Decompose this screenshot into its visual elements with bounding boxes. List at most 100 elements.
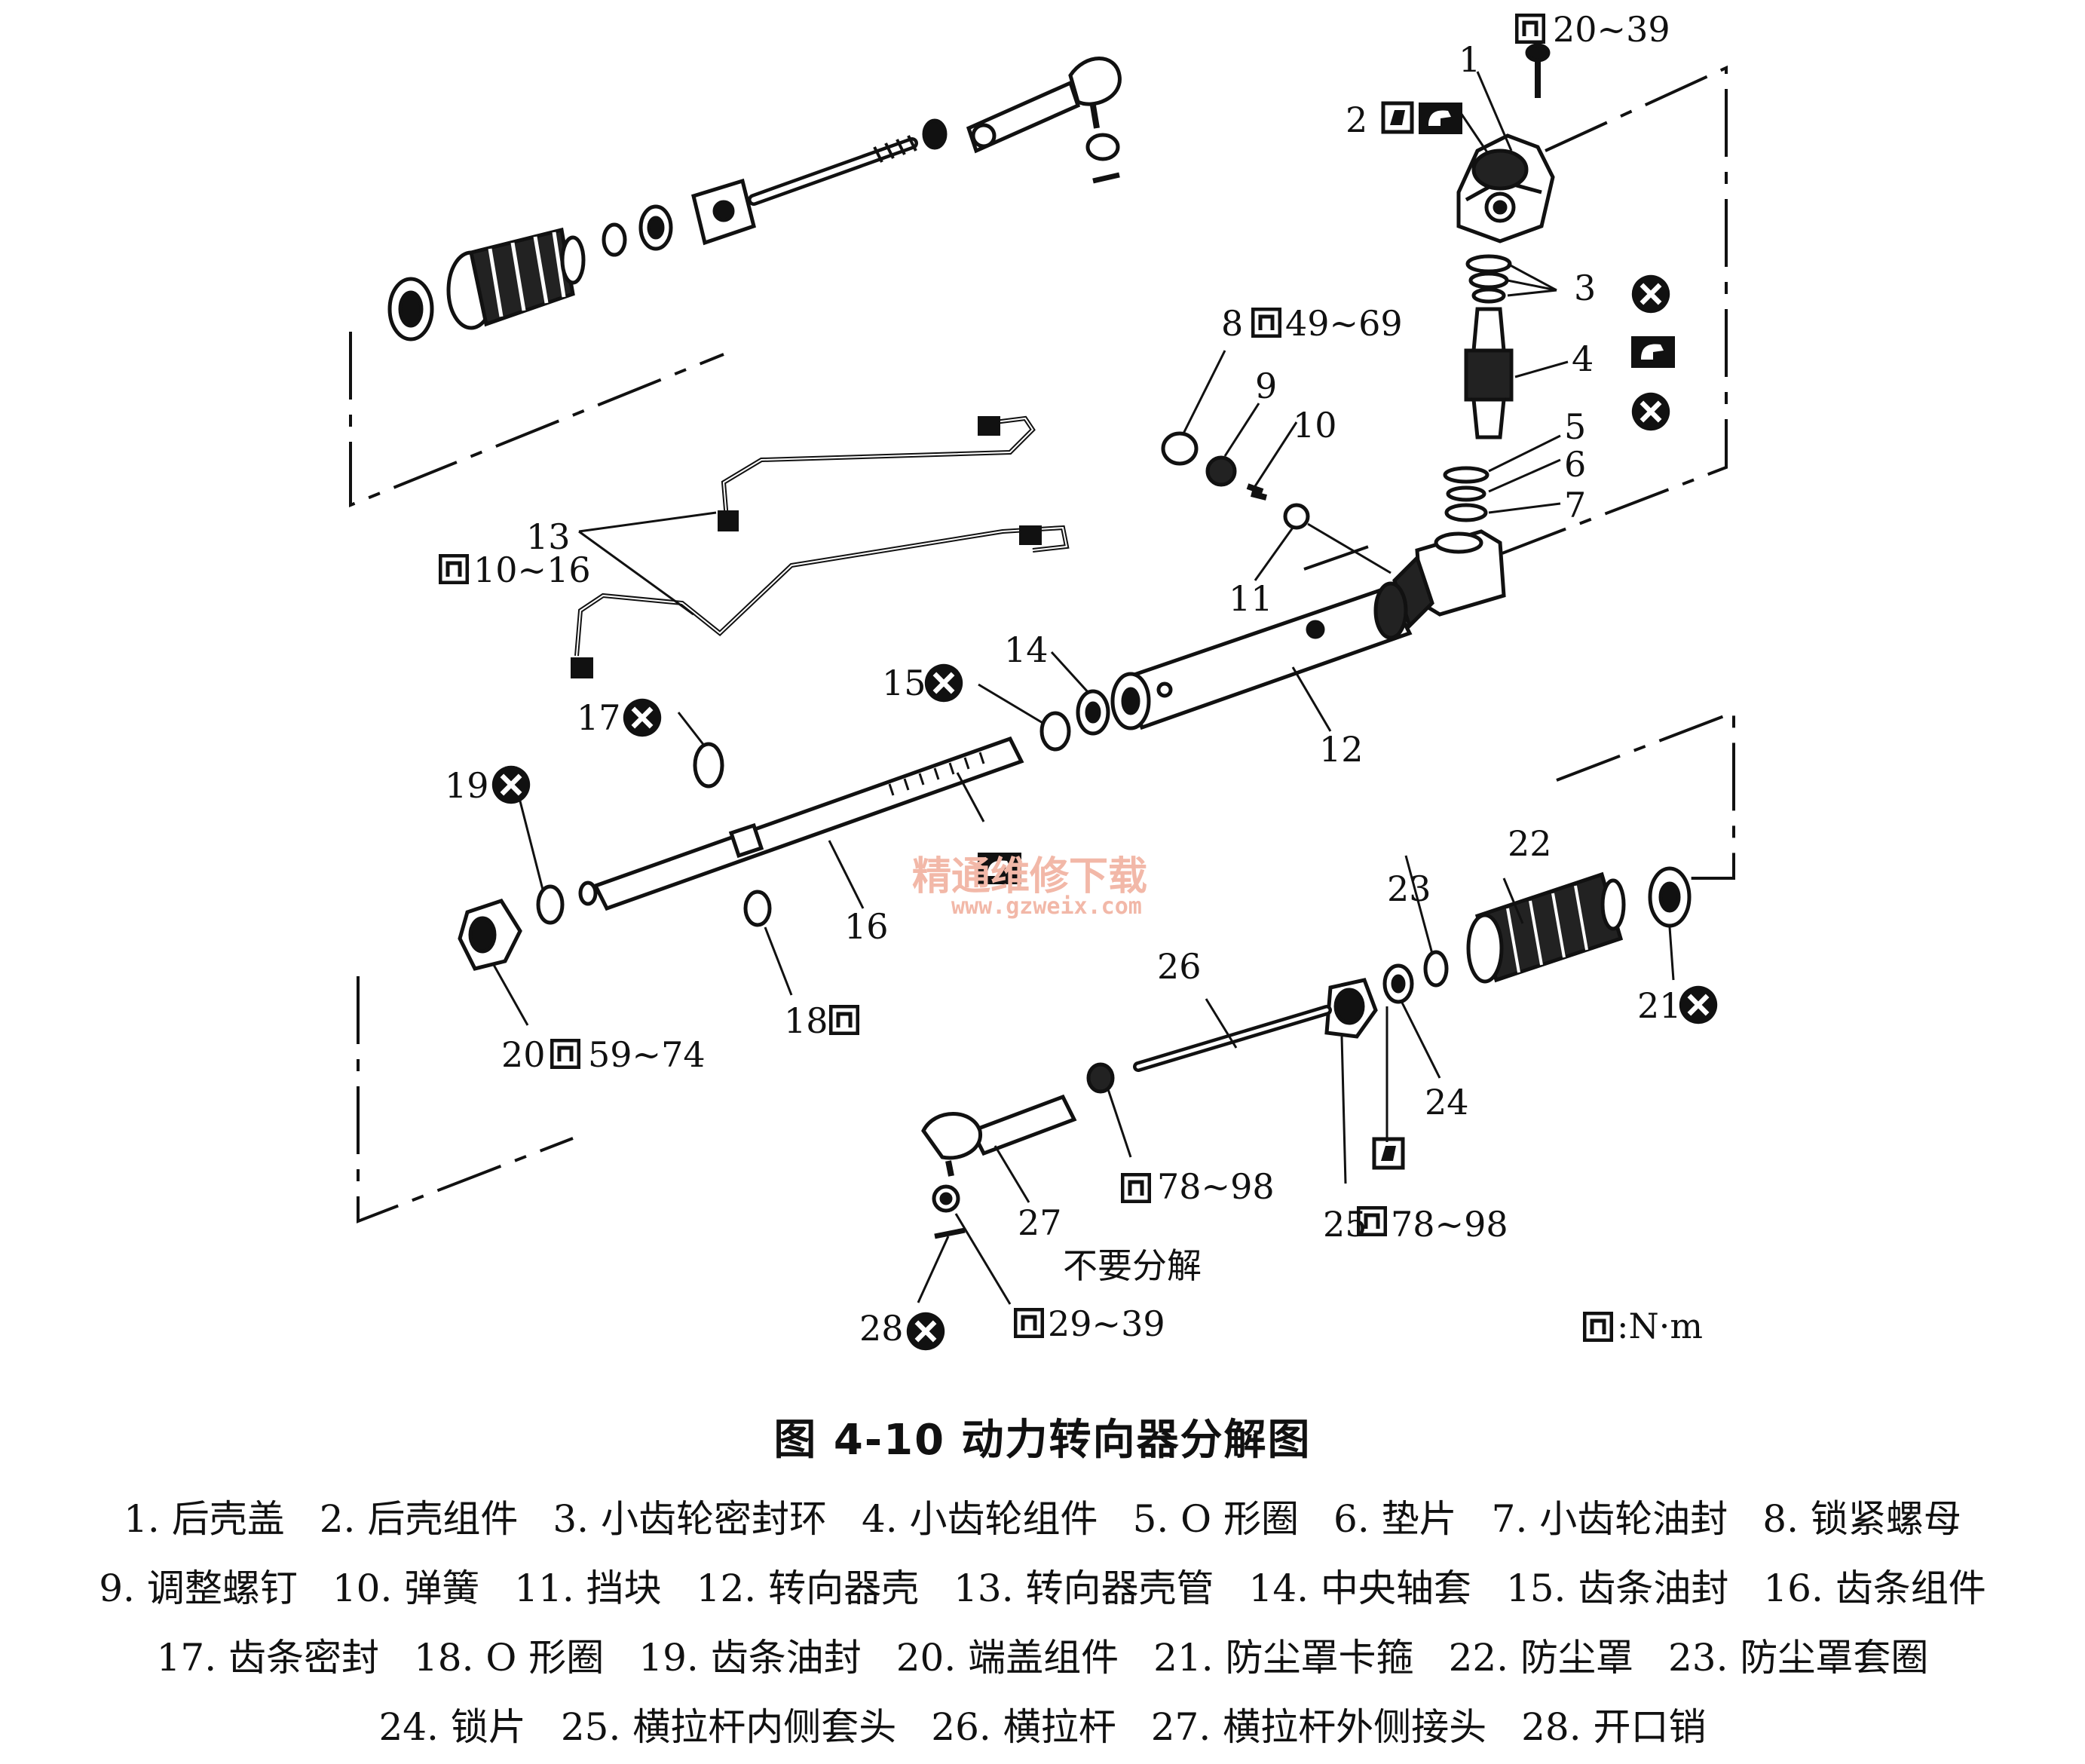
label-28: 28	[859, 1308, 904, 1349]
label-22: 22	[1508, 823, 1552, 864]
no-disassemble-note: 不要分解	[1063, 1245, 1202, 1286]
label-15: 15	[882, 663, 926, 703]
label-10: 10	[1293, 405, 1337, 446]
upper-dust-boot	[446, 227, 586, 330]
guide-lines	[349, 65, 1735, 1223]
lower-tie-rod-assembly	[921, 866, 1692, 1239]
legend-item: 9. 调整螺钉	[99, 1566, 298, 1610]
replace-part-icon	[925, 664, 963, 702]
part-labels: 20~39 1 2 3 4 5 6 7 8 49~69 9 10 11 12 1…	[445, 9, 1703, 1349]
label-24: 24	[1425, 1082, 1469, 1122]
label-14: 14	[1004, 629, 1049, 670]
parts-legend: 1. 后壳盖 2. 后壳组件 3. 小齿轮密封环 4. 小齿轮组件 5. O 形圈 6. …	[0, 1481, 2085, 1759]
legend-item: 8. 锁紧螺母	[1762, 1497, 1961, 1541]
torque-icon	[552, 1040, 579, 1067]
rack-assembly	[458, 736, 1024, 971]
label-16: 16	[844, 906, 889, 947]
legend-row: 1. 后壳盖 2. 后壳组件 3. 小齿轮密封环 4. 小齿轮组件 5. O 形圈 6. …	[0, 1481, 2085, 1551]
legend-item: 2. 后壳组件	[319, 1497, 519, 1541]
label-7: 7	[1564, 485, 1586, 525]
legend-item: 5. O 形圈	[1132, 1497, 1300, 1541]
label-27: 27	[1018, 1202, 1062, 1243]
torque-icon	[1015, 1309, 1042, 1337]
label-8: 8	[1221, 303, 1243, 344]
label-1: 1	[1459, 39, 1480, 80]
legend-item: 13. 转向器壳管	[954, 1566, 1214, 1610]
leader-lines	[492, 71, 1675, 1305]
legend-item: 24. 锁片	[378, 1705, 526, 1749]
pinion-assembly	[1392, 43, 1555, 629]
legend-item: 4. 小齿轮组件	[861, 1497, 1098, 1541]
legend-item: 7. 小齿轮油封	[1491, 1497, 1728, 1541]
torque-label-27: 29~39	[1048, 1303, 1165, 1344]
legend-row: 24. 锁片 25. 横拉杆内侧套头 26. 横拉杆 27. 横拉杆外侧接头 28. 开…	[0, 1689, 2085, 1759]
torque-label-8: 49~69	[1285, 303, 1403, 344]
label-5: 5	[1564, 406, 1586, 447]
legend-item: 3. 小齿轮密封环	[553, 1497, 827, 1541]
label-3: 3	[1574, 268, 1596, 308]
exploded-diagram: 20~39 1 2 3 4 5 6 7 8 49~69 9 10 11 12 1…	[349, 9, 1735, 1372]
legend-item: 11. 挡块	[514, 1566, 662, 1610]
label-25: 25	[1323, 1204, 1367, 1245]
legend-item: 26. 横拉杆	[931, 1705, 1116, 1749]
label-21: 21	[1637, 985, 1682, 1026]
torque-label-26: 78~98	[1157, 1166, 1275, 1207]
legend-item: 20. 端盖组件	[896, 1636, 1119, 1680]
label-2: 2	[1346, 100, 1367, 140]
replace-part-icon	[492, 766, 530, 804]
torque-icon	[831, 1006, 858, 1034]
torque-icon	[1253, 309, 1280, 336]
torque-label-20: 59~74	[588, 1034, 706, 1075]
replace-part-icon	[1632, 393, 1670, 430]
replace-part-icon	[1679, 986, 1717, 1024]
grease-icon	[1631, 336, 1675, 368]
legend-item: 6. 垫片	[1333, 1497, 1457, 1541]
legend-item: 14. 中央轴套	[1248, 1566, 1471, 1610]
label-19: 19	[445, 765, 489, 806]
legend-item: 21. 防尘罩卡箍	[1153, 1636, 1414, 1680]
torque-icon	[440, 556, 467, 583]
replace-part-icon	[1632, 275, 1670, 313]
label-11: 11	[1229, 578, 1273, 619]
replace-part-icon	[907, 1312, 945, 1350]
label-12: 12	[1319, 729, 1364, 770]
label-13: 13	[526, 516, 571, 557]
legend-item: 19. 齿条油封	[638, 1636, 862, 1680]
watermark-text: 精通维修下载	[912, 854, 1147, 899]
torque-icon	[1517, 15, 1544, 42]
grease-icon	[1419, 103, 1462, 134]
steering-housing	[1039, 431, 1413, 752]
sealant-icon	[1374, 1139, 1403, 1168]
legend-item: 12. 转向器壳	[696, 1566, 920, 1610]
watermark: 精通维修下载 www.gzweix.com	[912, 854, 1147, 920]
label-20: 20	[501, 1034, 546, 1075]
legend-item: 15. 齿条油封	[1505, 1566, 1729, 1610]
torque-icon	[1122, 1174, 1150, 1202]
legend-item: 16. 齿条组件	[1763, 1566, 1986, 1610]
label-6: 6	[1564, 444, 1586, 485]
legend-item: 25. 横拉杆内侧套头	[560, 1705, 897, 1749]
legend-item: 1. 后壳盖	[124, 1497, 285, 1541]
label-23: 23	[1387, 868, 1431, 909]
legend-item: 28. 开口销	[1521, 1705, 1707, 1749]
upper-tie-rod-assembly	[387, 57, 1122, 341]
legend-item: 22. 防尘罩	[1448, 1636, 1633, 1680]
torque-label-13: 10~16	[473, 550, 591, 590]
torque-label-25: 78~98	[1391, 1204, 1508, 1245]
legend-item: 18. O 形圈	[414, 1636, 605, 1680]
legend-item: 17. 齿条密封	[156, 1636, 379, 1680]
label-4: 4	[1572, 338, 1594, 379]
torque-icon	[1584, 1313, 1612, 1340]
watermark-url: www.gzweix.com	[951, 893, 1142, 920]
label-26: 26	[1157, 946, 1202, 987]
label-17: 17	[577, 697, 621, 738]
torque-unit: :N·m	[1617, 1306, 1703, 1346]
legend-item: 23. 防尘罩套圈	[1667, 1636, 1929, 1680]
legend-item: 27. 横拉杆外侧接头	[1150, 1705, 1487, 1749]
replace-part-icon	[623, 699, 661, 737]
housing-pipes	[571, 415, 1070, 678]
sealant-icon	[1383, 103, 1412, 132]
torque-label-1: 20~39	[1553, 9, 1670, 50]
label-18: 18	[784, 1000, 828, 1041]
